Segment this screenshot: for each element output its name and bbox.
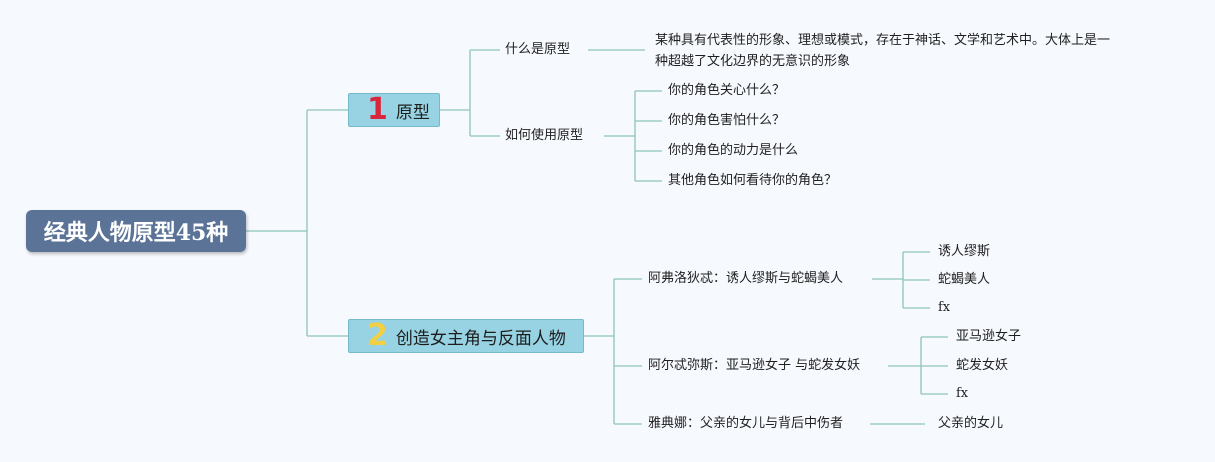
topic-aphrodite[interactable]: 阿弗洛狄忒：诱人缪斯与蛇蝎美人 bbox=[648, 271, 844, 286]
topic-item[interactable]: fx bbox=[956, 386, 969, 401]
topic-item[interactable]: 亚马逊女子 bbox=[956, 329, 1022, 344]
topic-what-is-archetype[interactable]: 什么是原型 bbox=[505, 42, 571, 57]
topic-item[interactable]: 蛇发女妖 bbox=[956, 358, 1009, 373]
topic-item[interactable]: 你的角色关心什么？ bbox=[668, 83, 786, 98]
topic-item[interactable]: 其他角色如何看待你的角色？ bbox=[668, 173, 838, 188]
topic-artemis[interactable]: 阿尔忒弥斯：亚马逊女子 与蛇发女妖 bbox=[648, 358, 861, 373]
root-topic[interactable]: 经典人物原型45种 bbox=[26, 210, 246, 252]
topic-item[interactable]: 诱人缪斯 bbox=[938, 244, 991, 259]
topic-item[interactable]: 父亲的女儿 bbox=[938, 416, 1004, 431]
number-2-icon: 2 bbox=[367, 318, 388, 353]
topic-item[interactable]: 你的角色的动力是什么 bbox=[668, 143, 799, 158]
number-1-icon: 1 bbox=[367, 92, 388, 127]
description-line: 某种具有代表性的形象、理想或模式，存在于神话、文学和艺术中。大体上是一 bbox=[655, 33, 1111, 48]
branch-archetype[interactable]: 1 原型 bbox=[348, 93, 440, 127]
topic-item[interactable]: 你的角色害怕什么？ bbox=[668, 113, 786, 128]
branch-heroine-villain[interactable]: 2 创造女主角与反面人物 bbox=[348, 319, 584, 353]
description-line: 种超越了文化边界的无意识的形象 bbox=[655, 54, 851, 69]
branch-label: 创造女主角与反面人物 bbox=[395, 328, 566, 349]
archetype-description: 某种具有代表性的形象、理想或模式，存在于神话、文学和艺术中。大体上是一 种超越了… bbox=[655, 30, 1110, 72]
topic-item[interactable]: fx bbox=[938, 300, 951, 315]
root-topic-label: 经典人物原型45种 bbox=[43, 220, 229, 246]
topic-athena[interactable]: 雅典娜：父亲的女儿与背后中伤者 bbox=[648, 416, 844, 431]
topic-item[interactable]: 蛇蝎美人 bbox=[938, 272, 991, 287]
topic-how-to-use[interactable]: 如何使用原型 bbox=[505, 128, 584, 143]
branch-label: 原型 bbox=[395, 102, 430, 123]
